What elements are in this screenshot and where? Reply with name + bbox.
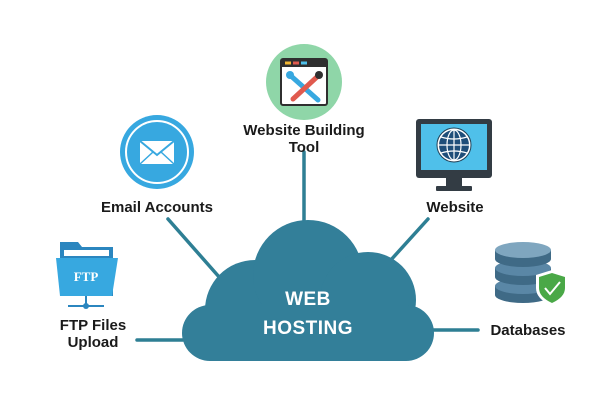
center-title: WEB HOSTING [248,288,368,340]
monitor-globe-icon [416,119,492,191]
website-building-tool-icon [266,44,342,120]
website-building-tool-label-line1: Website Building [243,122,365,139]
website-label: Website [426,199,484,216]
email-icon [120,115,194,189]
center-title-line1: WEB [285,289,331,310]
ftp-label-line1: FTP Files [59,317,127,334]
ftp-folder-icon: FTP [56,242,118,309]
connector-email [166,217,222,280]
ftp-label-line2: Upload [67,334,119,351]
website-building-tool-label: Website Building Tool [224,122,384,156]
email-accounts-label: Email Accounts [101,199,213,216]
cloud [182,220,434,361]
center-title-line2: HOSTING [262,318,354,339]
website-building-tool-label-line2: Tool [288,139,320,156]
ftp-icon-text: FTP [74,269,99,284]
databases-label: Databases [490,322,566,339]
ftp-files-upload-label: FTP Files Upload [48,317,138,351]
database-shield-icon [495,242,568,306]
connectors [135,150,480,342]
